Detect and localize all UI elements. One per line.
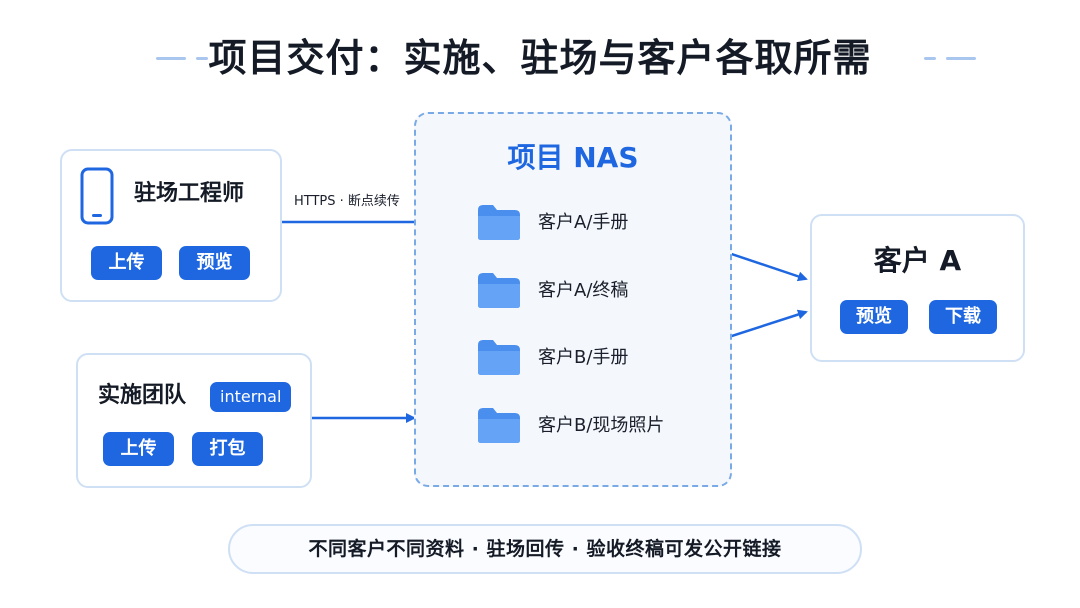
folder-icon <box>478 408 520 443</box>
internal-badge: internal <box>210 382 292 412</box>
client-preview-button[interactable]: 预览 <box>840 300 908 334</box>
client-name: 客户 A <box>873 244 962 277</box>
impl-pack-button[interactable]: 打包 <box>192 432 263 466</box>
engineer-upload-button[interactable]: 上传 <box>91 246 162 280</box>
engineer-preview-button[interactable]: 预览 <box>179 246 250 280</box>
folder-label-b-photos[interactable]: 客户B/现场照片 <box>538 415 665 436</box>
phone-icon <box>80 167 114 225</box>
footer-summary: 不同客户不同资料 · 驻场回传 · 验收终稿可发公开链接 <box>228 524 862 574</box>
impl-upload-button[interactable]: 上传 <box>103 432 174 466</box>
title-dash-left <box>156 57 186 60</box>
folder-label-a-manual[interactable]: 客户A/手册 <box>538 212 629 233</box>
engineer-name: 驻场工程师 <box>134 181 245 206</box>
impl-team-name: 实施团队 <box>98 383 187 408</box>
folder-label-b-manual[interactable]: 客户B/手册 <box>538 347 629 368</box>
title-bar: 项目交付：实施、驻场与客户各取所需 <box>0 30 1080 86</box>
title-dash-left-short <box>196 57 208 60</box>
folder-label-a-final[interactable]: 客户A/终稿 <box>538 280 629 301</box>
folder-icon <box>478 273 520 308</box>
folder-icon <box>478 340 520 375</box>
title-dash-right <box>946 57 976 60</box>
nas-container: 项目 NAS 客户A/手册 客户A/终稿 客户B/手册 客户B/现场照片 <box>414 112 732 487</box>
folder-icon <box>478 205 520 240</box>
client-card: 客户 A 预览 下载 <box>810 214 1025 362</box>
title-dash-right-short <box>924 57 936 60</box>
impl-team-card: 实施团队 internal 上传 打包 <box>76 353 312 488</box>
nas-title: 项目 NAS <box>507 141 639 174</box>
engineer-card: 驻场工程师 上传 预览 <box>60 149 282 302</box>
https-edge-label: HTTPS · 断点续传 <box>294 194 400 209</box>
page-title: 项目交付：实施、驻场与客户各取所需 <box>208 36 872 80</box>
client-download-button[interactable]: 下载 <box>929 300 997 334</box>
